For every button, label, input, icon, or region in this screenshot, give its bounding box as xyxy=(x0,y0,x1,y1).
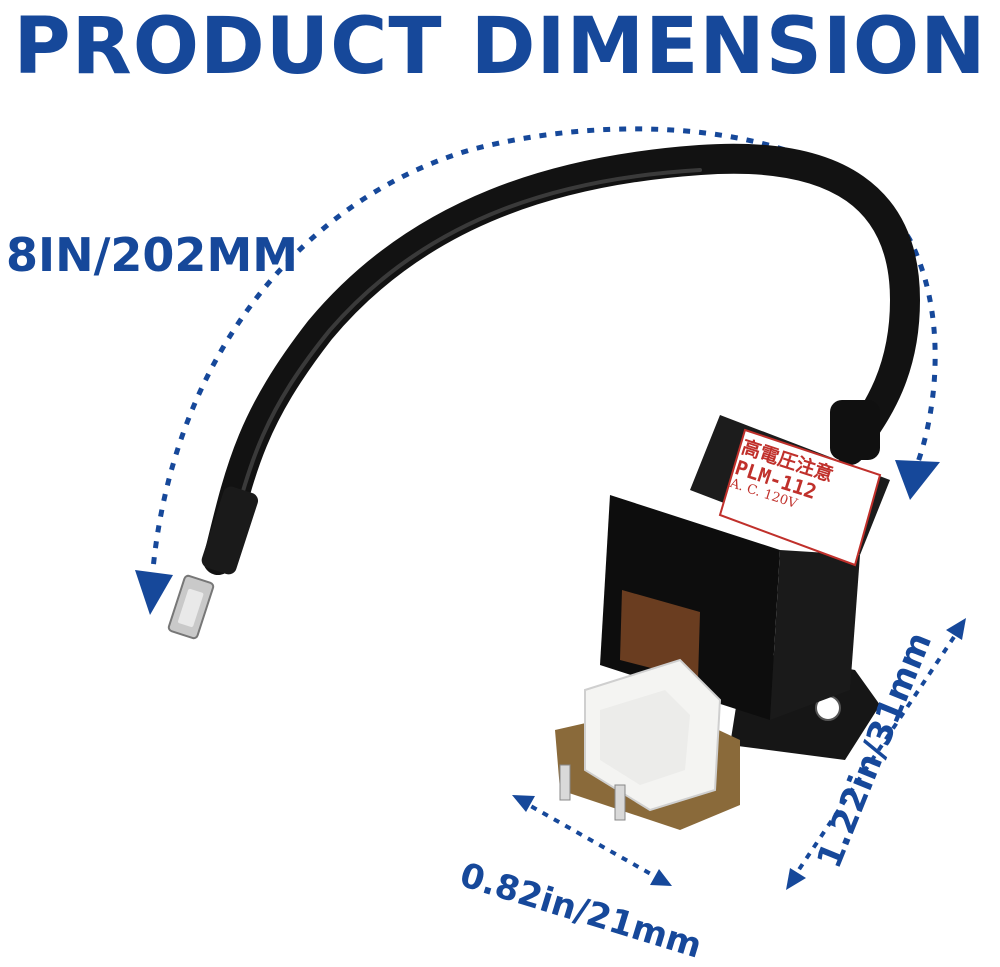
cable-length-arrow xyxy=(149,126,938,581)
heat-shrink-sleeve xyxy=(201,486,259,575)
cable-highlight xyxy=(228,168,702,542)
connector-pin-right xyxy=(614,784,626,821)
page-title: PRODUCT DIMENSION xyxy=(13,2,987,92)
height-arrowhead-top-icon xyxy=(946,618,966,640)
arrowhead-right-icon xyxy=(895,460,940,500)
height-dimension-arrow xyxy=(790,626,962,882)
strain-relief xyxy=(830,400,880,460)
width-arrowhead-right-icon xyxy=(650,869,672,886)
coil-body-side xyxy=(770,550,860,720)
connector-pin-left xyxy=(559,764,571,801)
cable-length-label: 8IN/202MM xyxy=(6,228,298,282)
warning-label xyxy=(718,428,882,567)
coil-winding xyxy=(620,590,700,680)
arrowhead-left-icon xyxy=(135,570,173,615)
width-arrowhead-left-icon xyxy=(512,795,535,812)
cable xyxy=(203,143,921,575)
height-arrowhead-bottom-icon xyxy=(786,868,806,890)
width-dimension-arrow xyxy=(519,798,666,884)
